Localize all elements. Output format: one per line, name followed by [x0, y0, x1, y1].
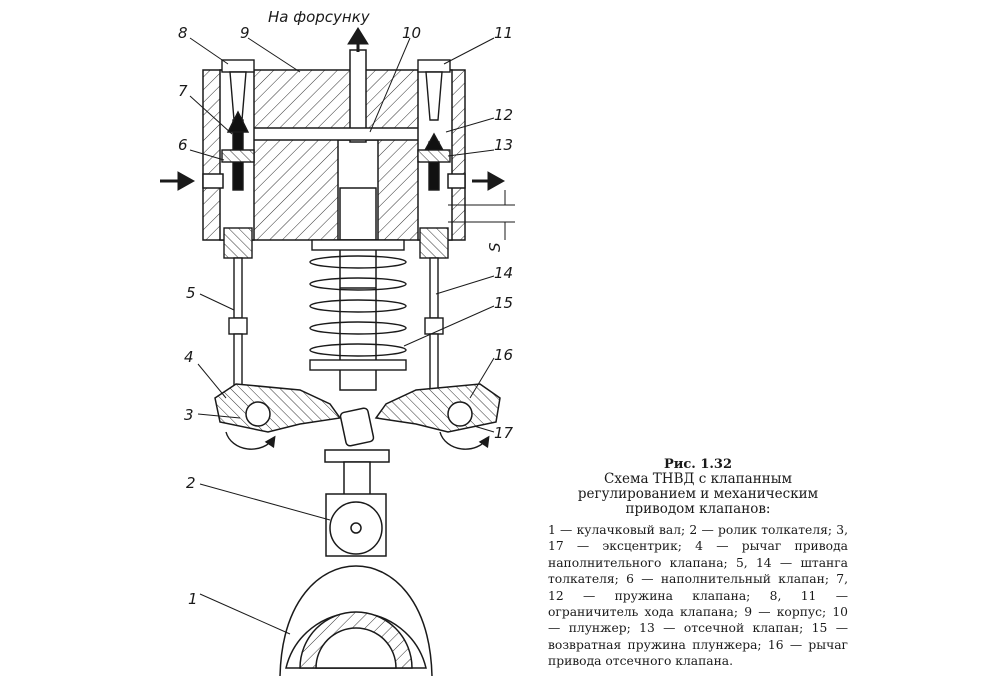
part-label-16: 16	[494, 346, 513, 364]
valve-levers	[214, 383, 501, 447]
figure-title: Схема ТНВД с клапанным регулированием и …	[577, 471, 819, 517]
part-label-3: 3	[184, 406, 194, 424]
outlet-label: На форсунку	[268, 8, 371, 26]
figure-number: Рис. 1.32	[663, 457, 733, 472]
part-label-13: 13	[494, 136, 513, 154]
part-label-7: 7	[178, 82, 188, 100]
return-spring	[309, 239, 407, 371]
part-label-15: 15	[494, 294, 513, 312]
filling-valve	[221, 59, 255, 405]
cutoff-valve	[417, 59, 451, 405]
figure-legend: 1 — кулачковый вал; 2 — ролик толкателя;…	[548, 523, 848, 669]
flow-arrows	[160, 27, 506, 191]
camshaft	[279, 565, 433, 677]
part-label-17: 17	[494, 424, 514, 442]
part-label-6: 6	[178, 136, 188, 154]
part-label-12: 12	[494, 106, 513, 124]
figure-caption: Рис. 1.32 Схема ТНВД с клапанным регулир…	[548, 457, 848, 670]
part-label-4: 4	[184, 348, 194, 366]
part-label-8: 8	[178, 24, 188, 42]
part-label-14: 14	[494, 264, 513, 282]
gap-dimension	[448, 190, 515, 240]
part-label-10: 10	[402, 24, 421, 42]
part-label-5: 5	[186, 284, 196, 302]
pump-schematic: На форсунку S 1 2 3 4 5 6 7 8	[160, 8, 515, 677]
part-label-2: 2	[186, 474, 196, 492]
part-number-labels: 1 2 3 4 5 6 7 8 9 10 11 12 13 14 15 16 1…	[178, 24, 514, 608]
leader-lines	[189, 37, 495, 635]
part-label-1: 1	[188, 590, 198, 608]
tappet-roller	[325, 493, 387, 557]
gap-label: S	[486, 242, 504, 252]
part-label-11: 11	[494, 24, 513, 42]
eccentric-rotation-arrows	[225, 431, 490, 450]
part-label-9: 9	[240, 24, 250, 42]
